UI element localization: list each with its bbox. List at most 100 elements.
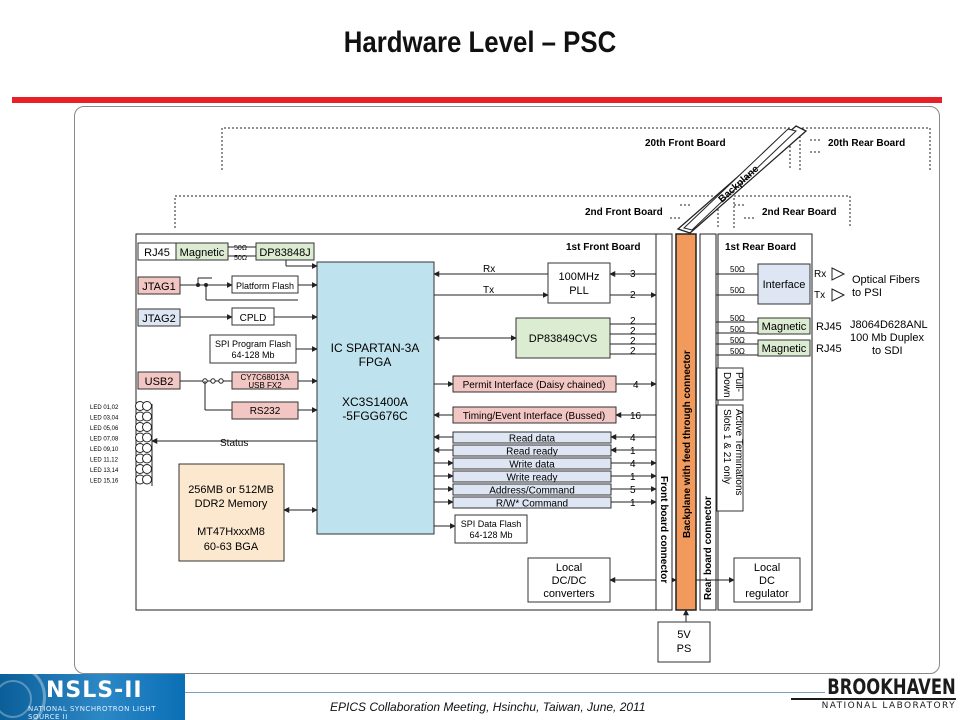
ethernet-chain: RJ45 Magnetic 50Ω 50Ω DP83848J (137, 242, 318, 269)
svg-text:100 Mb Duplex: 100 Mb Duplex (850, 332, 924, 344)
label-20th-rear: 20th Rear Board (828, 138, 905, 149)
svg-text:DP83848J: DP83848J (259, 247, 310, 259)
led-item: LED 15,16 (90, 474, 152, 485)
svg-text:Magnetic: Magnetic (762, 321, 807, 333)
svg-text:RS232: RS232 (250, 406, 281, 417)
svg-text:SPI Program Flash: SPI Program Flash (215, 339, 291, 349)
nsls-logo: NSLS-II NATIONAL SYNCHROTRON LIGHT SOURC… (0, 674, 185, 720)
fpga-line2: FPGA (359, 355, 392, 369)
svg-text:50Ω: 50Ω (730, 314, 745, 323)
svg-text:Rx: Rx (814, 269, 826, 280)
right-interface: 50Ω 50Ω Interface Rx Tx Optical Fibers t… (716, 263, 920, 305)
fpga-block (316, 261, 435, 535)
svg-text:Read data: Read data (509, 434, 556, 445)
svg-text:5V: 5V (677, 629, 691, 641)
status-label: Status (220, 438, 248, 449)
title-rule (12, 97, 942, 103)
active-terminations: Active Terminations Slots 1 & 21 only (716, 404, 744, 512)
svg-text:50Ω: 50Ω (730, 325, 745, 334)
svg-text:LED 03,04: LED 03,04 (90, 416, 119, 422)
svg-text:LED 13,14: LED 13,14 (90, 468, 119, 474)
svg-text:Write ready: Write ready (507, 473, 558, 484)
bus-row: Read ready 1 (433, 444, 656, 458)
brookhaven-logo: BROOKHAVEN NATIONAL LABORATORY (791, 676, 956, 711)
pull-down-block: Pull- Down (716, 367, 744, 401)
svg-text:50Ω: 50Ω (730, 286, 745, 295)
svg-text:Rx: Rx (483, 264, 495, 275)
local-dc-regulator: Local DC regulator (733, 557, 801, 603)
svg-text:Optical Fibers: Optical Fibers (852, 274, 920, 286)
ddr-memory: 256MB or 512MB DDR2 Memory MT47HxxxM8 60… (178, 463, 318, 562)
svg-text:4: 4 (630, 433, 636, 444)
svg-text:4: 4 (633, 380, 639, 391)
svg-text:Interface: Interface (763, 279, 806, 291)
svg-text:1: 1 (630, 472, 636, 483)
rj45-2-label: RJ45 (816, 343, 842, 355)
svg-text:DDR2 Memory: DDR2 Memory (195, 498, 268, 510)
svg-text:1: 1 (630, 446, 636, 457)
spi-data-flash: SPI Data Flash 64-128 Mb (434, 514, 528, 544)
svg-text:64-128 Mb: 64-128 Mb (469, 530, 512, 540)
svg-text:60-63 BGA: 60-63 BGA (204, 541, 259, 553)
svg-text:LED 05,06: LED 05,06 (90, 426, 119, 432)
backplane-connector-label: Backplane with feed through connector (682, 350, 693, 538)
svg-text:Tx: Tx (483, 285, 494, 296)
svg-text:converters: converters (543, 588, 595, 600)
svg-text:16: 16 (630, 411, 642, 422)
permit-interface: Permit Interface (Daisy chained) 4 (434, 375, 657, 393)
led-item: LED 13,14 (90, 464, 152, 474)
connector-columns: Front board connector Backplane with fee… (655, 233, 735, 622)
svg-text:Pull-: Pull- (733, 372, 744, 392)
svg-text:1: 1 (630, 498, 636, 509)
label-2nd-front: 2nd Front Board (585, 207, 663, 218)
label-2nd-rear: 2nd Rear Board (762, 207, 836, 218)
fpga-line1: IC SPARTAN-3A (331, 341, 420, 355)
svg-text:Timing/Event Interface (Bussed: Timing/Event Interface (Bussed) (463, 411, 605, 422)
phy2-block: DP83849CVS 2 2 2 2 (433, 316, 656, 359)
bnl-logo-bottom: NATIONAL LABORATORY (791, 698, 956, 711)
label-1st-front: 1st Front Board (566, 242, 640, 253)
svg-text:2: 2 (630, 336, 636, 347)
led-item: LED 01,02 (90, 401, 152, 411)
right-magnetics: 50Ω 50Ω 50Ω 50Ω Magnetic RJ45 Magnetic R… (716, 314, 928, 357)
svg-text:64-128 Mb: 64-128 Mb (231, 350, 274, 360)
svg-text:RJ45: RJ45 (144, 247, 170, 259)
footer-text: EPICS Collaboration Meeting, Hsinchu, Ta… (330, 700, 646, 714)
local-dcdc: Local DC/DC converters (527, 557, 677, 603)
svg-text:USB2: USB2 (145, 376, 174, 388)
svg-text:3: 3 (630, 269, 636, 280)
svg-text:Slots 1 & 21 only: Slots 1 & 21 only (721, 409, 732, 484)
svg-text:50Ω: 50Ω (730, 265, 745, 274)
svg-text:Write data: Write data (509, 460, 555, 471)
power-supply: 5V PS (657, 621, 711, 663)
jtag1-block: JTAG1 Platform Flash (137, 275, 318, 301)
svg-text:J8064D628ANL: J8064D628ANL (850, 319, 928, 331)
svg-text:PS: PS (677, 643, 692, 655)
svg-text:CPLD: CPLD (240, 313, 267, 324)
svg-text:2: 2 (630, 316, 636, 327)
front-connector-label: Front board connector (658, 476, 669, 583)
svg-text:PLL: PLL (569, 285, 589, 297)
svg-text:Read ready: Read ready (506, 447, 558, 458)
rear-connector-label: Rear board connector (703, 496, 714, 600)
svg-text:LED 15,16: LED 15,16 (90, 479, 119, 485)
led-item: LED 05,06 (90, 422, 152, 432)
bnl-logo-top: BROOKHAVEN (827, 675, 956, 699)
svg-text:DC/DC: DC/DC (552, 575, 587, 587)
fpga-line4: -5FGG676C (342, 409, 408, 423)
svg-text:SPI Data Flash: SPI Data Flash (461, 519, 522, 529)
svg-text:Local: Local (754, 562, 780, 574)
svg-text:Down: Down (721, 372, 732, 398)
svg-text:50Ω: 50Ω (730, 347, 745, 356)
svg-text:DP83849CVS: DP83849CVS (529, 333, 598, 345)
usb-block: USB2 CY7C68013A USB FX2 RS232 (137, 371, 318, 420)
svg-text:to SDI: to SDI (872, 345, 903, 357)
svg-text:256MB or 512MB: 256MB or 512MB (188, 484, 274, 496)
svg-text:LED 01,02: LED 01,02 (90, 405, 119, 411)
svg-text:4: 4 (630, 459, 636, 470)
led-item: LED 07,08 (90, 432, 152, 443)
